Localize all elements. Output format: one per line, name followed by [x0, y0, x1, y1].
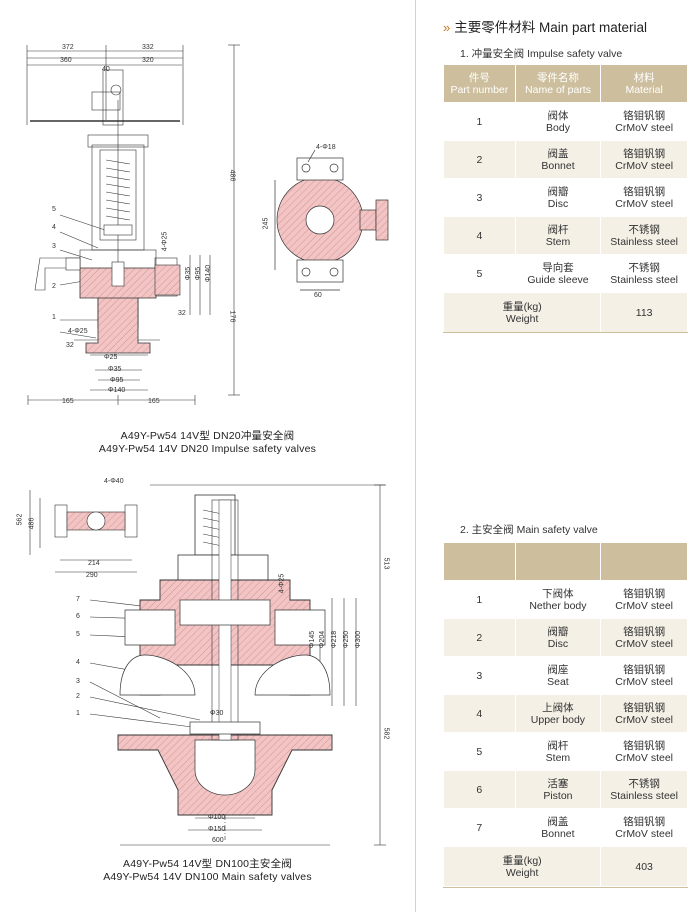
dim-372: 372	[62, 44, 74, 51]
dim-4phi25-top: 4-Φ25	[161, 231, 169, 252]
weight-row: 重量(kg)Weight 403	[442, 846, 688, 887]
dim-phi218: Φ218	[331, 630, 339, 649]
callout-1b: 1	[76, 710, 80, 717]
main-caption: A49Y-Pw54 14V型 DN100主安全阀 A49Y-Pw54 14V D…	[0, 858, 415, 884]
dim-phi140: Φ140	[108, 387, 126, 394]
callout-7: 7	[76, 596, 80, 603]
callout-5b: 5	[76, 631, 80, 638]
impulse-caption-cn: A49Y-Pw54 14V型 DN20冲量安全阀	[120, 430, 295, 442]
callout-3b: 3	[76, 678, 80, 685]
main-part-material-heading: »主要零件材料 Main part material	[443, 16, 647, 36]
dim-40: 40	[102, 66, 110, 73]
dim-290: 290	[86, 572, 98, 579]
drawing-panel: 372 332 360 320 40 486 176 4-Φ25 Φ35 Φ95…	[0, 0, 416, 912]
weight-row: 重量(kg)Weight 113	[442, 292, 688, 333]
dim-4phi25b: 4-Φ25	[278, 573, 286, 594]
dim-32a: 32	[178, 310, 186, 317]
callout-4: 4	[52, 224, 56, 231]
dim-phi95v: Φ95	[195, 266, 203, 281]
weight-value: 403	[600, 846, 688, 887]
dim-562: 562	[16, 513, 24, 526]
dim-phi25: Φ25	[104, 354, 118, 361]
dim-360: 360	[60, 57, 72, 64]
main-subtitle: 2. 主安全阀 Main safety valve	[460, 524, 598, 536]
impulse-caption: A49Y-Pw54 14V型 DN20冲量安全阀 A49Y-Pw54 14V D…	[0, 430, 415, 456]
heading-text: 主要零件材料 Main part material	[454, 20, 648, 35]
dim-176: 176	[228, 310, 236, 323]
dim-phi140v: Φ140	[205, 264, 213, 283]
dim-phi150: Φ150	[208, 826, 226, 833]
dim-phi35: Φ35	[108, 366, 122, 373]
main-dimension-labels: 4-Φ40 562 486 214 290 513 582 4-Φ25 Φ145…	[0, 460, 415, 860]
header-blank	[600, 542, 688, 581]
impulse-caption-en: A49Y-Pw54 14V DN20 Impulse safety valves	[98, 443, 317, 455]
dim-486: 486	[228, 169, 236, 182]
dim-4phi25-bottom: 4-Φ25	[68, 328, 88, 335]
dim-600: 600	[212, 837, 224, 844]
dim-phi100: Φ100	[208, 814, 226, 821]
callout-3: 3	[52, 243, 56, 250]
header-blank	[514, 542, 602, 581]
dim-214: 214	[88, 560, 100, 567]
dim-582: 582	[382, 727, 390, 740]
main-caption-en: A49Y-Pw54 14V DN100 Main safety valves	[103, 871, 312, 883]
header-blank	[443, 542, 516, 581]
dim-245: 245	[262, 217, 270, 230]
callout-6: 6	[76, 613, 80, 620]
dim-320: 320	[142, 57, 154, 64]
dim-phi145: Φ145	[309, 630, 317, 649]
main-caption-cn: A49Y-Pw54 14V型 DN100主安全阀	[123, 858, 292, 870]
dim-phi300: Φ300	[355, 630, 363, 649]
dim-phi30: Φ30	[210, 710, 224, 717]
dim-513: 513	[382, 557, 390, 570]
dim-165a: 165	[62, 398, 74, 405]
dim-phi35v: Φ35	[185, 266, 193, 281]
impulse-subtitle: 1. 冲量安全阀 Impulse safety valve	[460, 48, 623, 60]
callout-1: 1	[52, 314, 56, 321]
impulse-valve-drawing	[26, 44, 389, 405]
dim-phi250: Φ250	[343, 630, 351, 649]
callout-5: 5	[52, 206, 56, 213]
weight-value: 113	[600, 292, 688, 333]
dim-phi95: Φ95	[110, 377, 124, 384]
double-chevron-icon: »	[443, 20, 451, 35]
callout-2b: 2	[76, 693, 80, 700]
dim-phi204: Φ204	[319, 630, 327, 649]
dim-486b: 486	[28, 517, 36, 530]
dim-332: 332	[142, 44, 154, 51]
dim-4phi40: 4-Φ40	[104, 478, 124, 485]
dim-4phi18: 4-Φ18	[316, 144, 336, 151]
callout-4b: 4	[76, 659, 80, 666]
dim-32b: 32	[66, 342, 74, 349]
callout-2: 2	[52, 283, 56, 290]
impulse-dimension-labels: 372 332 360 320 40 486 176 4-Φ25 Φ35 Φ95…	[0, 0, 415, 450]
dim-60: 60	[314, 292, 322, 299]
dim-165b: 165	[148, 398, 160, 405]
